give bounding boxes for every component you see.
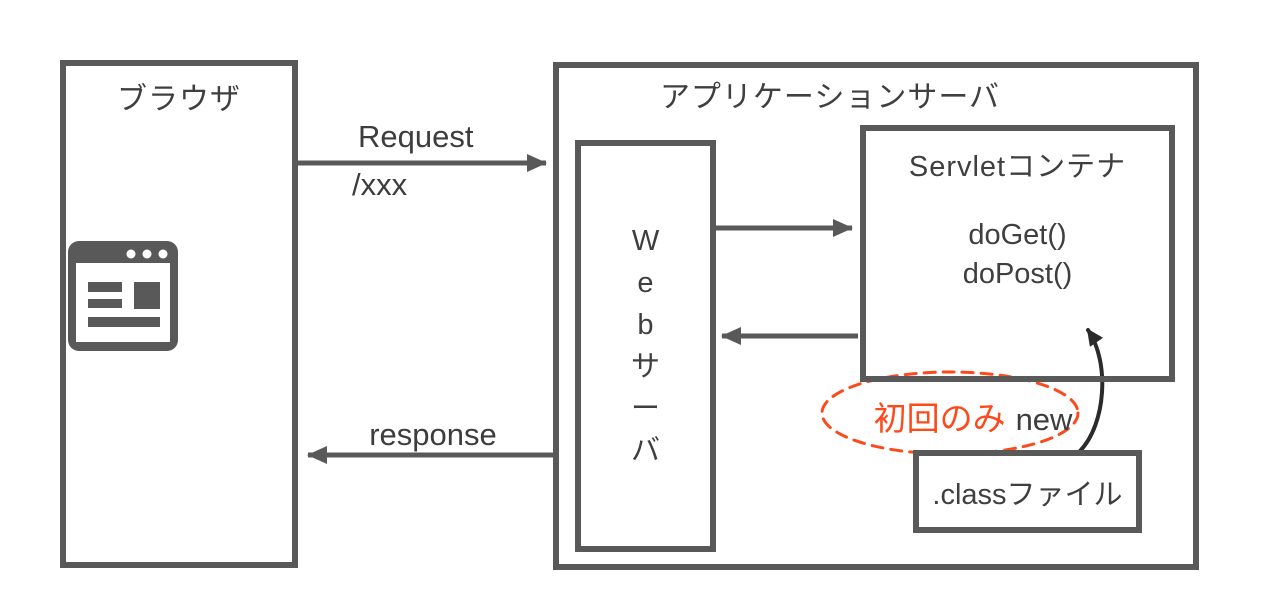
web-server-label-char: e — [637, 266, 654, 299]
class-file-box: .classファイル — [913, 450, 1142, 533]
servlet-container-title: Servletコンテナ — [908, 151, 1127, 183]
application-server-title: アプリケーションサーバ — [659, 81, 1001, 114]
servlet-methods: doGet() doPost() — [866, 216, 1169, 294]
servlet-method-doget: doGet() — [968, 219, 1067, 251]
web-server-label-char: ー — [630, 392, 660, 425]
application-server-box — [553, 62, 1199, 570]
web-server-label-char: b — [637, 308, 654, 341]
first-time-new-annotation: 初回のみ new — [846, 392, 1100, 440]
browser-window-icon — [68, 241, 178, 351]
annotation-new-text: new — [1015, 402, 1073, 437]
request-path-label: /xxx — [352, 167, 408, 202]
response-label: response — [369, 417, 497, 452]
web-server-label-char: W — [631, 224, 660, 257]
class-file-label: .classファイル — [932, 478, 1123, 511]
web-server-label-char: サ — [630, 350, 660, 383]
request-label: Request — [358, 119, 474, 154]
browser-box: ブラウザ — [60, 60, 298, 568]
annotation-highlight-text: 初回のみ — [873, 400, 1006, 437]
browser-box-title: ブラウザ — [117, 83, 241, 116]
web-server-label-char: バ — [630, 434, 660, 467]
servlet-method-dopost: doPost() — [962, 258, 1073, 290]
servlet-container-box: Servletコンテナ doGet() doPost() — [860, 125, 1175, 382]
